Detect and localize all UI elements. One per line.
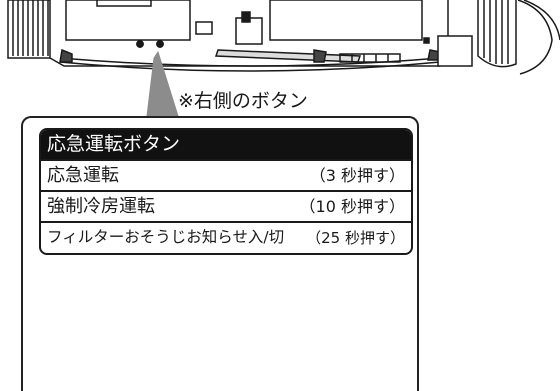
press-duration: （3 秒押す）: [309, 166, 405, 185]
table-header: 応急運転ボタン: [41, 130, 411, 159]
table-row: 強制冷房運転 （10 秒押す）: [41, 190, 411, 221]
table-row: フィルターおそうじお知らせ入/切 （25 秒押す）: [41, 221, 411, 252]
right-button-hole: [156, 40, 164, 48]
press-duration: （25 秒押す）: [306, 229, 405, 247]
function-label: 応急運転: [47, 165, 119, 186]
function-label: フィルターおそうじお知らせ入/切: [47, 228, 285, 246]
table-title: 応急運転ボタン: [47, 133, 181, 155]
air-conditioner-unit: [7, 0, 560, 75]
right-louver-fins: [477, 0, 560, 75]
function-label: 強制冷房運転: [47, 196, 155, 217]
left-button-hole: [136, 40, 144, 48]
button-function-table: 応急運転ボタン 応急運転 （3 秒押す） 強制冷房運転 （10 秒押す） フィル…: [39, 128, 413, 255]
left-louver-fins: [7, 0, 55, 59]
table-row: 応急運転 （3 秒押す）: [41, 159, 411, 190]
callout-right-button-label: ※右側のボタン: [178, 90, 308, 112]
press-duration: （10 秒押す）: [299, 197, 405, 216]
